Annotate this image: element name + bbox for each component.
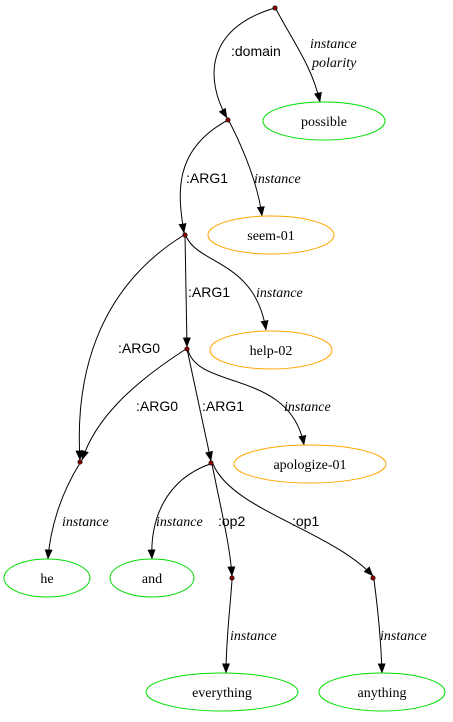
edge-arg0-a <box>75 234 185 461</box>
edge-instance-seem <box>228 120 265 217</box>
label-arg1-c: :ARG1 <box>202 398 244 414</box>
label-instance-apologize: instance <box>284 400 331 415</box>
label-instance-and: instance <box>156 515 203 530</box>
node-apologize-01-label: apologize-01 <box>273 458 346 473</box>
label-op1: :op1 <box>292 513 319 529</box>
variable-dot-anything <box>370 575 376 581</box>
node-seem-01-label: seem-01 <box>247 229 294 244</box>
variable-dot-he <box>77 459 83 465</box>
edge-op1 <box>212 463 374 577</box>
node-everything-label: everything <box>192 686 252 701</box>
edge-instance-apologize <box>187 349 307 446</box>
edge-instance-and <box>147 463 211 560</box>
edge-instance-anything <box>373 579 386 674</box>
label-arg0-a: :ARG0 <box>118 340 160 356</box>
variable-dot-seem-arg1 <box>182 232 188 238</box>
label-instance-he: instance <box>62 515 109 530</box>
node-and <box>109 558 195 598</box>
node-apologize-01 <box>233 444 387 484</box>
node-he <box>3 558 91 598</box>
label-op2: :op2 <box>218 513 245 529</box>
node-and-label: and <box>142 572 162 587</box>
label-instance-help: instance <box>256 286 303 301</box>
label-instance-seem: instance <box>254 172 301 187</box>
edge-instance-help <box>185 235 269 331</box>
node-possible-label: possible <box>301 115 347 130</box>
node-possible <box>262 101 386 141</box>
edge-instance-possible <box>275 8 322 103</box>
label-polarity: polarity <box>311 56 357 71</box>
label-instance-possible: instance <box>310 37 357 52</box>
node-anything <box>318 672 446 712</box>
node-help-02-label: help-02 <box>250 344 293 359</box>
edge-arg1-c <box>186 348 213 462</box>
node-he-label: he <box>40 572 53 587</box>
label-arg1-b: :ARG1 <box>188 284 230 300</box>
node-anything-label: anything <box>358 686 407 701</box>
label-instance-anything: instance <box>380 629 427 644</box>
edge-arg0-b <box>81 348 187 461</box>
node-everything <box>145 672 299 712</box>
edge-instance-he <box>44 462 81 560</box>
label-arg1-a: :ARG1 <box>186 170 228 186</box>
variable-dot-possible-domain <box>225 117 231 123</box>
variable-dot-help-arg1 <box>184 346 190 352</box>
edge-op2 <box>211 463 236 577</box>
label-domain: :domain <box>231 43 281 59</box>
variable-dot-and <box>208 460 214 466</box>
edge-arg1-b <box>182 234 191 348</box>
variable-dot-root <box>272 5 278 11</box>
node-help-02 <box>209 330 333 370</box>
edge-instance-everything <box>222 579 233 674</box>
variable-dot-everything <box>229 575 235 581</box>
node-seem-01 <box>207 215 335 255</box>
edge-arg1-a <box>178 119 229 234</box>
edge-domain <box>213 7 276 119</box>
label-instance-everything: instance <box>230 629 277 644</box>
label-arg0-b: :ARG0 <box>136 398 178 414</box>
